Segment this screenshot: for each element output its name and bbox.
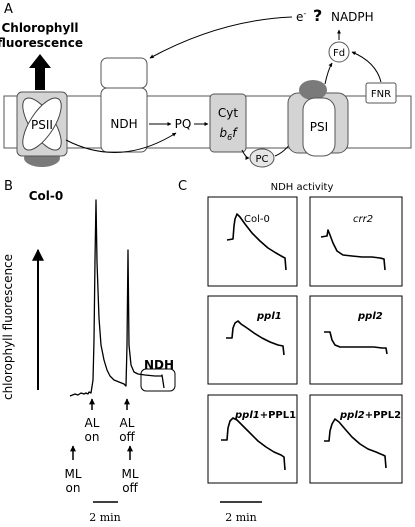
ml-off-label-1: ML	[121, 467, 138, 481]
fnr-to-fd-arrow	[351, 51, 382, 83]
pq-label: PQ	[175, 117, 192, 131]
panel-b-title: Col-0	[29, 189, 64, 203]
psi-to-fd-arrow	[324, 62, 333, 85]
plot-label-col0: Col-0	[244, 214, 270, 225]
plot-label-ppl1: ppl1	[256, 311, 282, 322]
pc-shape	[249, 148, 275, 168]
ml-off-label-2: off	[122, 481, 138, 495]
fd-label: Fd	[333, 48, 345, 59]
cyt-to-pc-arrow	[241, 149, 250, 160]
plot-box-ppl2-ppl2	[309, 394, 403, 484]
psi-label: PSI	[310, 120, 328, 134]
ml-on-label-1: ML	[64, 467, 81, 481]
panel-c: C NDH activity Col-0 crr2 ppl1 ppl2 ppl1…	[178, 179, 403, 524]
al-on-label-2: on	[85, 430, 100, 444]
plot-label-ppl1-complemented: ppl1+PPL1	[234, 410, 296, 421]
al-off-label-1: AL	[120, 416, 135, 430]
panel-b-letter: B	[4, 179, 13, 194]
panel-b: B Col-0 chlorophyll fluorescence NDH AL …	[1, 179, 176, 524]
fd-shape	[328, 41, 350, 63]
panel-a: A Chlorophyll fluorescence PSII NDH PQ C	[0, 2, 412, 168]
trace-col0	[226, 213, 287, 271]
plot-box-crr2	[309, 196, 403, 287]
plot-box-ppl1	[207, 295, 298, 385]
ndh-rise-box	[140, 368, 176, 392]
psii-label: PSII	[31, 118, 53, 132]
fluorescence-label-line1: Chlorophyll	[1, 21, 78, 35]
nadph-label: NADPH	[331, 10, 374, 24]
fluorescence-label-line2: fluorescence	[0, 36, 83, 50]
psii-to-pq-arrow	[65, 132, 177, 153]
trace-ppl1-complemented	[221, 417, 286, 471]
trace-crr2	[320, 229, 386, 271]
panel-c-scale-label: 2 min	[225, 511, 257, 524]
trace-ppl1	[226, 320, 285, 356]
panel-c-title: NDH activity	[271, 182, 334, 193]
y-axis-label: chlorophyll fluorescence	[1, 254, 15, 400]
psii-complex: PSII	[16, 91, 68, 167]
panel-c-letter: C	[178, 179, 187, 194]
ndh-rise-label: NDH	[144, 358, 174, 372]
psi-complex: PSI	[287, 80, 349, 157]
al-off-label-2: off	[119, 430, 135, 444]
plot-label-ppl2-complemented: ppl2+PPL2	[339, 410, 401, 421]
plot-box-ppl2	[309, 295, 403, 385]
trace-ppl2	[324, 331, 388, 355]
plot-box-ppl1-ppl1	[207, 394, 298, 484]
ml-on-label-2: on	[66, 481, 81, 495]
cyt-b6f-complex: Cyt b6f	[209, 93, 247, 153]
trace-ppl2-complemented	[324, 418, 387, 469]
plot-label-crr2: crr2	[353, 214, 373, 225]
fluorescence-arrow-icon	[29, 54, 51, 90]
cyt-b6f-label: b6f	[220, 126, 239, 142]
plot-label-ppl2: ppl2	[357, 311, 383, 322]
fluorescence-trace	[69, 199, 165, 397]
al-on-label-1: AL	[85, 416, 100, 430]
panel-b-scale-label: 2 min	[89, 511, 121, 524]
fnr-label: FNR	[371, 89, 391, 100]
fnr-box	[365, 82, 397, 104]
plot-box-col0	[207, 196, 298, 287]
electron-label: e-	[296, 9, 306, 24]
ndh-complex: NDH	[100, 57, 148, 153]
panel-a-letter: A	[4, 2, 13, 17]
electron-to-ndh-arrow	[149, 16, 293, 59]
ndh-label: NDH	[110, 117, 137, 131]
cyt-label: Cyt	[218, 106, 238, 120]
question-mark: ?	[313, 6, 322, 25]
pc-label: PC	[255, 154, 268, 165]
